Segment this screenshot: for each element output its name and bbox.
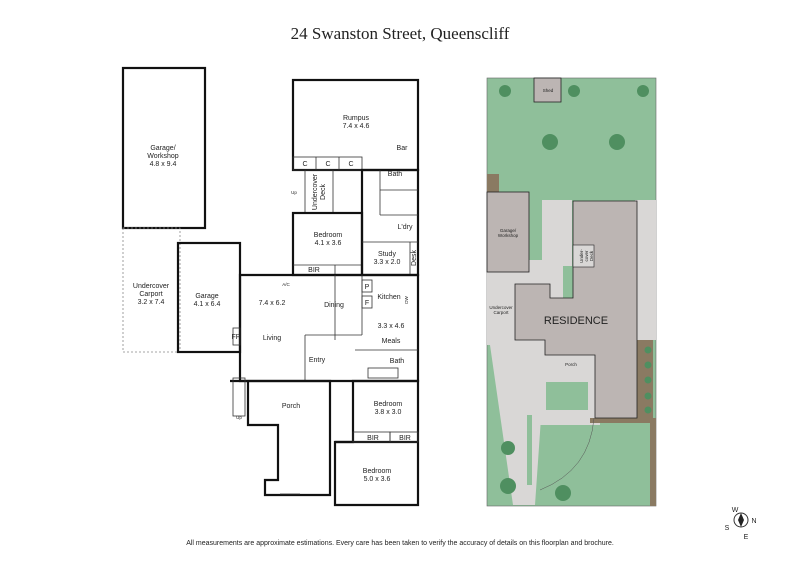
ac-label: A/C [282, 282, 290, 287]
residence-building [514, 200, 638, 419]
cupboard-label: C [348, 161, 353, 168]
deck-label: Deck [320, 184, 327, 200]
room-name: Rumpus [343, 115, 370, 122]
garage-label: Workshop [498, 233, 519, 238]
disclaimer-text: All measurements are approximate estimat… [186, 540, 614, 547]
room-name: Undercover [133, 283, 170, 290]
room-name: Dining [324, 302, 344, 309]
shed-building [533, 77, 562, 103]
room-name: Garage [195, 293, 218, 300]
porch-label: Porch [565, 362, 577, 367]
fridge-label: F [365, 300, 369, 307]
room-name: Meals [382, 338, 401, 345]
room-dims: 4.1 x 6.4 [194, 301, 221, 308]
floorplan [121, 66, 420, 507]
carport-label: Undercover [489, 305, 513, 310]
up-label: Up [236, 415, 242, 420]
room-name: Kitchen [377, 294, 400, 301]
cupboard-label: C [325, 161, 330, 168]
room-name: Porch [282, 403, 300, 410]
room-dims: 5.0 x 3.6 [364, 476, 391, 483]
room-dims: 3.3 x 2.0 [374, 259, 401, 266]
room-dims: 3.2 x 7.4 [138, 299, 165, 306]
desk-label: Desk [411, 250, 418, 266]
deck-label: Under- [579, 249, 584, 263]
shed-label: Shed [543, 88, 554, 93]
bir-label: BIR [308, 267, 320, 274]
bir-label: BIR [367, 435, 379, 442]
trees [499, 85, 652, 501]
undercover-deck [304, 169, 334, 214]
room-name: Study [378, 251, 396, 258]
fireplace-label: FP [232, 334, 241, 341]
room-name: Garage/ [150, 145, 175, 152]
room-name: Workshop [147, 153, 178, 160]
page-title: 24 Swanston Street, Queenscliff [291, 24, 510, 43]
room-name: Bedroom [363, 468, 392, 475]
pantry-label: P [365, 284, 370, 291]
room-name: Carport [139, 291, 162, 298]
room-name: Bedroom [374, 401, 403, 408]
bath-label: Bath [388, 171, 403, 178]
room-dims: 3.3 x 4.6 [378, 323, 405, 330]
room-name: Living [263, 335, 281, 342]
room-name: Bedroom [314, 232, 343, 239]
bar-label: Bar [397, 145, 409, 152]
room-dims: 7.4 x 6.2 [259, 300, 286, 307]
bath-label: Bath [390, 358, 405, 365]
bir-label: BIR [399, 435, 411, 442]
up-label: Up [291, 190, 297, 195]
room-dims: 4.1 x 3.6 [315, 240, 342, 247]
compass-needle-icon [738, 513, 744, 527]
carport-label: Carport [493, 310, 509, 315]
dishwasher-label: DW [404, 296, 409, 304]
room-name: Entry [309, 357, 326, 364]
garage-label: Garage/ [500, 228, 517, 233]
laundry-label: L'dry [398, 224, 413, 231]
residence-label: RESIDENCE [544, 315, 608, 327]
compass-east: E [744, 534, 749, 541]
site-plan: Shed Garage/ Workshop Under- cover Deck … [486, 77, 657, 507]
compass-west: W [732, 507, 739, 514]
room-dims: 7.4 x 4.6 [343, 123, 370, 130]
compass-north: N [751, 518, 756, 525]
room-labels: Garage/ Workshop 4.8 x 9.4 Undercover Ca… [133, 115, 418, 483]
compass: W N E S [725, 507, 757, 541]
deck-label: cover [584, 250, 589, 262]
compass-south: S [725, 525, 730, 532]
deck-label: Undercover [312, 173, 319, 210]
cupboard-label: C [302, 161, 307, 168]
carport-area [122, 227, 181, 353]
room-dims: 4.8 x 9.4 [150, 161, 177, 168]
deck-label: Deck [589, 250, 594, 261]
room-dims: 3.8 x 3.0 [375, 409, 402, 416]
garage-building [486, 191, 530, 273]
